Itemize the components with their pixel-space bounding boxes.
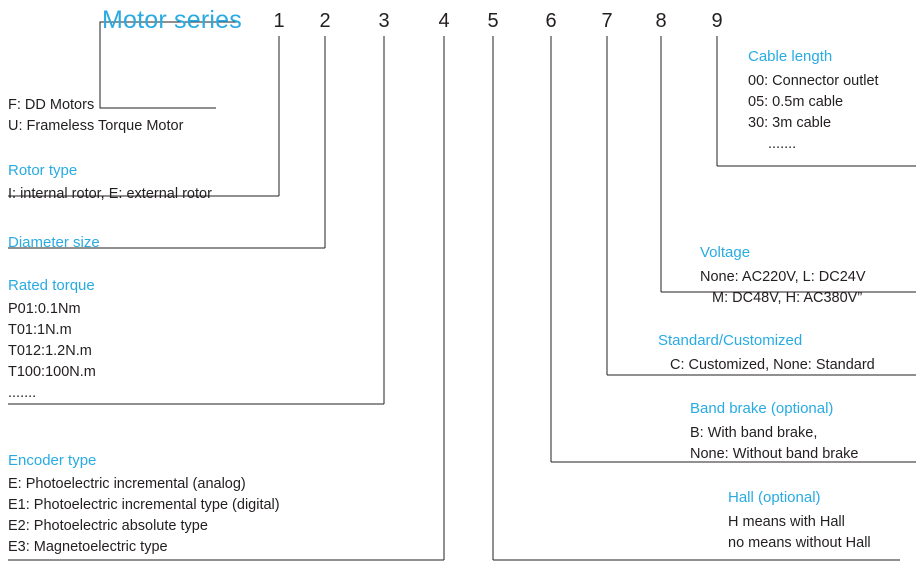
digit-7: 7 (601, 10, 613, 32)
group-motor-series: F: DD Motors U: Frameless Torque Motor (8, 95, 183, 137)
diameter-size-heading: Diameter size (8, 234, 100, 251)
digit-4: 4 (438, 10, 450, 32)
encoder-type-line-2: E1: Photoelectric incremental type (digi… (8, 497, 280, 513)
group-rated-torque: Rated torque P01:0.1Nm T01:1N.m T012:1.2… (8, 275, 96, 404)
encoder-type-line-3: E2: Photoelectric absolute type (8, 518, 208, 534)
rotor-type-line-1: I: internal rotor, E: external rotor (8, 186, 212, 202)
encoder-type-line-1: E: Photoelectric incremental (analog) (8, 476, 246, 492)
voltage-line-2: M: DC48V, H: AC380V” (712, 290, 863, 306)
digit-2: 2 (319, 10, 331, 32)
band-brake-line-2: None: Without band brake (690, 446, 859, 462)
page-title: Motor series (102, 6, 242, 34)
rated-torque-line-3: T012:1.2N.m (8, 343, 92, 359)
motor-series-line-1: F: DD Motors (8, 97, 95, 113)
rated-torque-line-4: T100:100N.m (8, 364, 96, 380)
rated-torque-heading: Rated torque (8, 277, 95, 294)
hall-heading: Hall (optional) (728, 489, 821, 506)
hall-line-2: no means without Hall (728, 535, 871, 551)
group-encoder-type: Encoder type E: Photoelectric incrementa… (8, 450, 280, 558)
rotor-type-heading: Rotor type (8, 162, 78, 179)
cable-length-heading: Cable length (748, 48, 833, 65)
group-cable-length: Cable length 00: Connector outlet 05: 0.… (748, 46, 879, 155)
group-diameter-size: Diameter size (8, 232, 100, 253)
digit-9: 9 (711, 10, 723, 32)
group-standard-customized: Standard/Customized C: Customized, None:… (658, 330, 875, 376)
cable-length-line-2: 05: 0.5m cable (748, 94, 844, 110)
standard-customized-heading: Standard/Customized (658, 332, 803, 349)
cable-length-line-4: ....... (768, 136, 797, 152)
rated-torque-line-1: P01:0.1Nm (8, 301, 81, 317)
cable-length-line-1: 00: Connector outlet (748, 73, 879, 89)
group-rotor-type: Rotor type I: internal rotor, E: externa… (8, 160, 212, 205)
standard-customized-line-1: C: Customized, None: Standard (670, 357, 875, 373)
rated-torque-line-2: T01:1N.m (8, 322, 72, 338)
motor-series-line-2: U: Frameless Torque Motor (8, 118, 184, 134)
digit-5: 5 (487, 10, 499, 32)
group-hall: Hall (optional) H means with Hall no mea… (728, 487, 871, 554)
rated-torque-line-5: ....... (8, 385, 37, 401)
group-band-brake: Band brake (optional) B: With band brake… (690, 398, 858, 465)
voltage-heading: Voltage (700, 244, 751, 261)
digit-3: 3 (378, 10, 390, 32)
band-brake-line-1: B: With band brake, (690, 425, 818, 441)
cable-length-line-3: 30: 3m cable (748, 115, 832, 131)
hall-line-1: H means with Hall (728, 514, 845, 530)
band-brake-heading: Band brake (optional) (690, 400, 834, 417)
digit-6: 6 (545, 10, 557, 32)
voltage-line-1: None: AC220V, L: DC24V (700, 269, 866, 285)
group-voltage: Voltage None: AC220V, L: DC24V M: DC48V,… (700, 242, 866, 309)
encoder-type-line-4: E3: Magnetoelectric type (8, 539, 168, 555)
encoder-type-heading: Encoder type (8, 452, 97, 469)
digit-8: 8 (655, 10, 667, 32)
digit-1: 1 (273, 10, 285, 32)
